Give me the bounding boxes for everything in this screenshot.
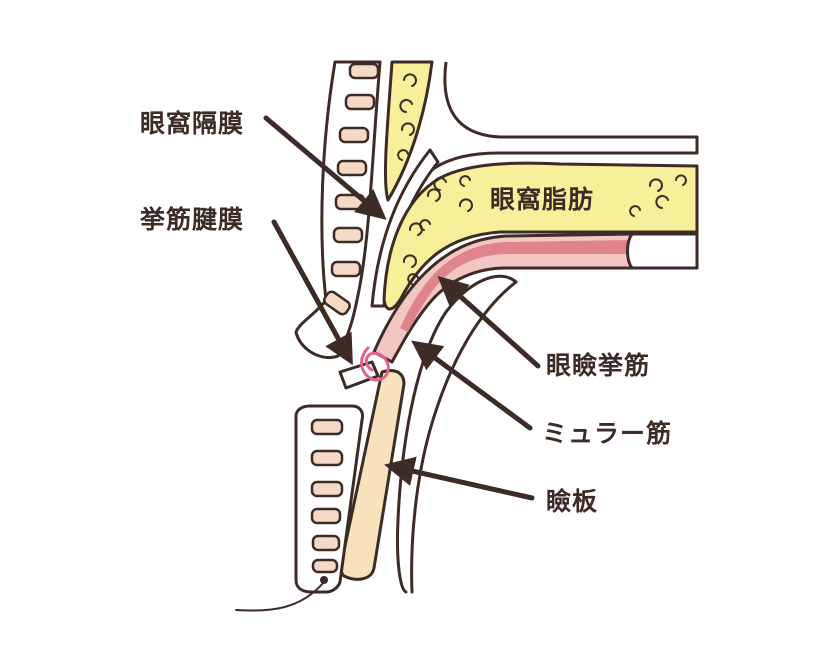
levator-tendon (626, 232, 699, 270)
aponeurosis-tip (338, 360, 380, 390)
label-levator-aponeurosis: 挙筋腱膜 (139, 205, 244, 234)
label-orbital-fat: 眼窩脂肪 (490, 185, 594, 214)
lower-lid-segments (310, 418, 344, 574)
upper-skin-strip (294, 60, 382, 359)
levator-muscle-core (400, 240, 632, 332)
pointer-arrows (263, 115, 541, 501)
arrow-levator-aponeurosis (271, 219, 353, 366)
arrow-orbital-septum (263, 115, 387, 220)
eyelash-root (320, 576, 328, 584)
label-levator-muscle: 眼瞼挙筋 (546, 351, 650, 380)
conjunctiva-line (396, 274, 518, 594)
arrow-tarsus (384, 456, 535, 501)
label-muller-muscle: ミュラー筋 (542, 419, 672, 448)
lower-lid (235, 404, 364, 612)
arrow-levator-muscle (437, 275, 541, 369)
suture-loop (360, 346, 390, 382)
eyelash (235, 581, 325, 612)
orbital-fat-texture (402, 174, 687, 285)
arrow-muller-muscle (411, 340, 533, 431)
label-tarsus: 瞼板 (546, 487, 598, 516)
label-orbital-septum: 眼窩隔膜 (140, 109, 244, 138)
brow-fat (383, 60, 434, 202)
conjunctiva-inner-line (410, 280, 518, 594)
brow-fat-texture (397, 73, 417, 161)
